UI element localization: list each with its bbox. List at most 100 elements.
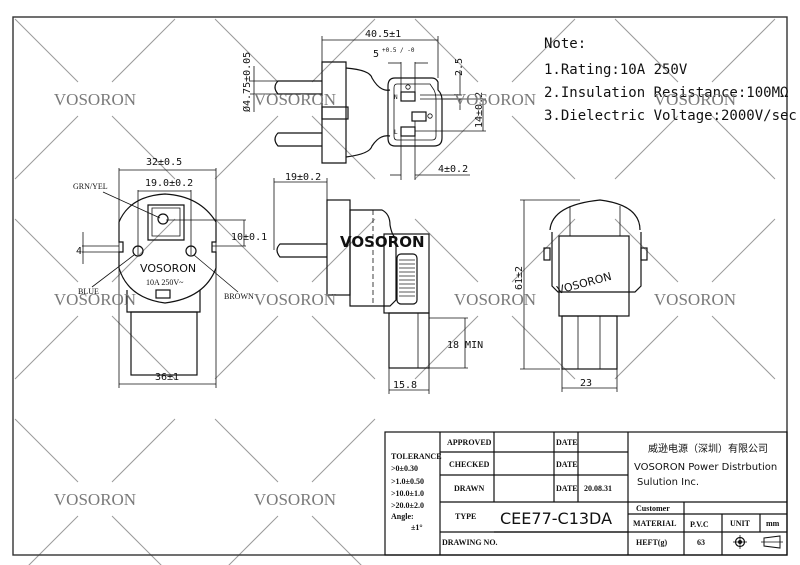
watermark-text: VOSORON VOSORON VOSORON VOSORON VOSORON VOSOR… — [54, 90, 736, 509]
dim-front-offset: 10±0.1 — [231, 232, 267, 243]
type-label: TYPE — [455, 512, 476, 521]
front-latch — [155, 289, 171, 299]
watermark-line — [111, 418, 176, 483]
watermark-line — [414, 18, 479, 83]
watermark-line — [414, 218, 479, 283]
watermark-label: VOSORON — [454, 290, 536, 309]
dim-top-slot: 5 — [373, 49, 379, 60]
watermark-line — [214, 315, 279, 380]
projection-circle-icon — [733, 535, 747, 549]
watermark-line — [711, 315, 776, 380]
tolerance-row: >10.0±1.0 — [391, 489, 424, 498]
tolerance-row: Angle: — [391, 512, 414, 521]
dim-front-width-bottom: 36±1 — [155, 372, 179, 383]
top-c13-outer — [387, 77, 443, 147]
notes-block: Note: 1.Rating:10A 250V 2.Insulation Res… — [544, 36, 797, 124]
watermark-line — [228, 515, 279, 565]
rear-brand: VOSORON — [555, 270, 613, 297]
watermark-line — [414, 115, 479, 180]
tolerance-row: >1.0±0.50 — [391, 477, 424, 486]
side-brand: VOSORON — [340, 233, 425, 251]
rear-tab-left — [543, 247, 551, 261]
front-brand: VOSORON — [140, 262, 196, 275]
top-pin-l-label: L — [394, 129, 398, 136]
front-rating: 10A 250V~ — [146, 278, 184, 287]
tolerance-row: >20.0±2.0 — [391, 501, 424, 510]
watermark-line — [28, 515, 79, 565]
watermark-label: VOSORON — [54, 290, 136, 309]
front-face — [118, 193, 217, 304]
top-pin-lower — [274, 132, 322, 147]
top-slot-l — [400, 126, 416, 137]
watermark-line — [711, 115, 776, 180]
tolerance-heading: TOLERANCE — [391, 452, 442, 461]
watermark-line — [614, 18, 679, 83]
tolerance-row: >0±0.30 — [391, 464, 418, 473]
watermark-label: VOSORON — [654, 90, 736, 109]
rear-tab-right — [640, 247, 648, 261]
tolerance-row: ±1° — [411, 523, 423, 532]
front-ground-socket — [147, 204, 185, 241]
watermark-line — [311, 418, 376, 483]
projection-cone-icon — [761, 535, 783, 549]
top-body-curve-upper — [345, 67, 391, 91]
dim-front-width-top: 32±0.5 — [146, 157, 182, 168]
drawing-no-label: DRAWING NO. — [442, 538, 498, 547]
company-name-en-2: Sulution Inc. — [637, 477, 699, 488]
top-ground-symbol — [427, 113, 433, 119]
dim-top-gap: 2.5 — [454, 58, 465, 76]
date-label: DATE — [556, 484, 578, 493]
date-drawn-value: 20.08.31 — [584, 484, 612, 493]
top-body-curve-lower — [345, 135, 391, 158]
watermark-line — [311, 218, 376, 283]
top-view: N L 40.5±1 5 +0.5 / -0 2.5 14±0.2 Ø4.75±… — [241, 29, 486, 180]
watermark-line — [14, 18, 79, 83]
watermark-label: VOSORON — [454, 90, 536, 109]
dim-side-min: 18 MIN — [447, 340, 483, 351]
customer-label: Customer — [636, 504, 670, 513]
front-view: 32±0.5 19.0±0.2 VOSORON 10A 250V~ 36±1 1… — [73, 157, 267, 388]
top-marker-dot — [405, 84, 411, 90]
watermark-line — [614, 115, 679, 180]
label-ground: GRN/YEL — [73, 182, 108, 191]
side-grip-ridges — [396, 253, 418, 305]
rear-shoulders — [551, 232, 642, 293]
material-value: P.V.C — [690, 520, 709, 529]
watermark-line — [214, 218, 279, 283]
side-body — [349, 209, 397, 307]
watermark-line — [111, 515, 162, 565]
watermark-line — [511, 18, 576, 83]
watermark-label: VOSORON — [54, 490, 136, 509]
material-label: MATERIAL — [633, 519, 676, 528]
approved-label: APPROVED — [447, 438, 492, 447]
drawn-label: DRAWN — [454, 484, 484, 493]
watermark-line — [111, 18, 176, 83]
watermark-line — [311, 515, 362, 565]
unit-label: UNIT — [730, 519, 751, 528]
dim-rear-height: 61±2 — [514, 266, 525, 290]
top-plug-flange — [321, 61, 347, 164]
label-live: BROWN — [224, 292, 254, 301]
note-rating: 1.Rating:10A 250V — [544, 62, 688, 78]
title-block: TOLERANCE >0±0.30 >1.0±0.50 >10.0±1.0 >2… — [384, 431, 788, 556]
watermark-label: VOSORON — [254, 490, 336, 509]
dim-side-width: 15.8 — [393, 380, 417, 391]
watermark-line — [311, 315, 376, 380]
dim-top-pin-diameter: Ø4.75±0.05 — [241, 52, 253, 112]
watermark-line — [214, 115, 279, 180]
side-c13-body — [388, 312, 430, 369]
dim-top-length: 40.5±1 — [365, 29, 401, 40]
heft-label: HEFT(g) — [636, 538, 667, 547]
side-grip-lines — [399, 259, 415, 297]
dim-top-height: 14±0.2 — [474, 92, 485, 128]
front-c13-body — [130, 311, 198, 376]
watermark-line — [711, 218, 776, 283]
dim-front-pin-spacing: 19.0±0.2 — [145, 178, 193, 189]
watermark-label: VOSORON — [654, 290, 736, 309]
type-value: CEE77-C13DA — [500, 509, 612, 528]
watermark-line — [111, 115, 176, 180]
watermark-label: VOSORON — [54, 90, 136, 109]
watermark-line — [14, 315, 79, 380]
front-live-hole — [185, 245, 197, 257]
unit-value: mm — [766, 519, 780, 528]
